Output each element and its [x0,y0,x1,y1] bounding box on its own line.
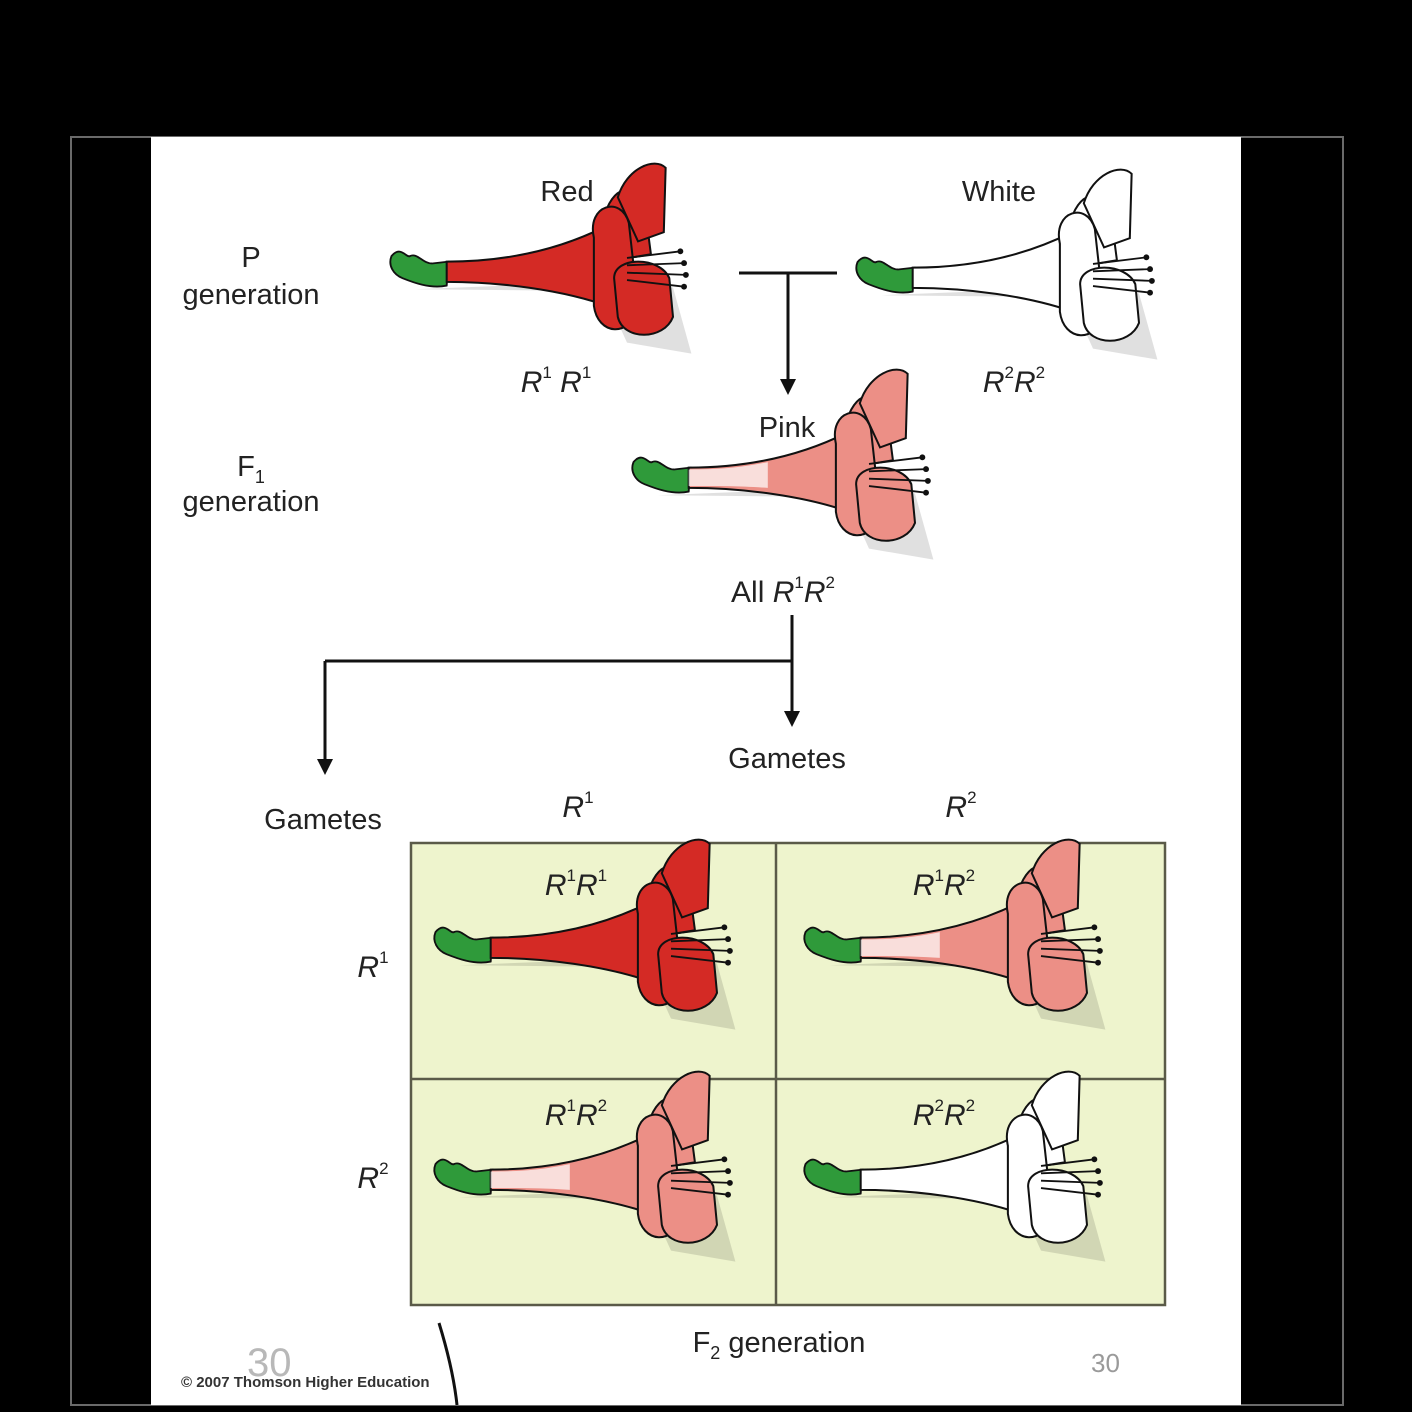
pen-annotation [437,1322,459,1405]
gametes-left-label: Gametes [264,804,382,836]
punnett-square [409,841,1167,1307]
white-label: White [961,176,1037,208]
pink-label: Pink [758,412,816,444]
copyright-text: © 2007 Thomson Higher Education [181,1374,430,1391]
cross-connectors [317,271,1167,1405]
f2-generation-label: F2 generation [692,1327,866,1363]
punnett-cell-genotype: R1R2 [544,1096,608,1132]
p-generation-label: P generation [182,242,320,311]
gametes-top-label: Gametes [728,743,846,775]
punnett-cell-genotype: R2R2 [912,1096,976,1132]
punnett-cell-genotype: R1R2 [912,866,976,902]
slide: P generation Red White R1 R1 R2R2 F1 gen… [151,137,1241,1405]
slide-number-left: 30 [247,1341,292,1385]
gamete-col-2: R2 [945,788,977,824]
gamete-row-1: R1 [357,948,389,984]
red-label: Red [540,176,594,208]
f1-generation-label: F1 generation [182,451,320,518]
gamete-row-2: R2 [357,1159,389,1195]
gamete-col-1: R1 [562,788,594,824]
f1-genotype: All R1R2 [731,573,835,609]
white-genotype: R2R2 [982,363,1046,399]
red-genotype: R1 R1 [520,363,592,399]
punnett-cell-genotype: R1R1 [544,866,608,902]
slide-number-right: 30 [1091,1348,1120,1378]
